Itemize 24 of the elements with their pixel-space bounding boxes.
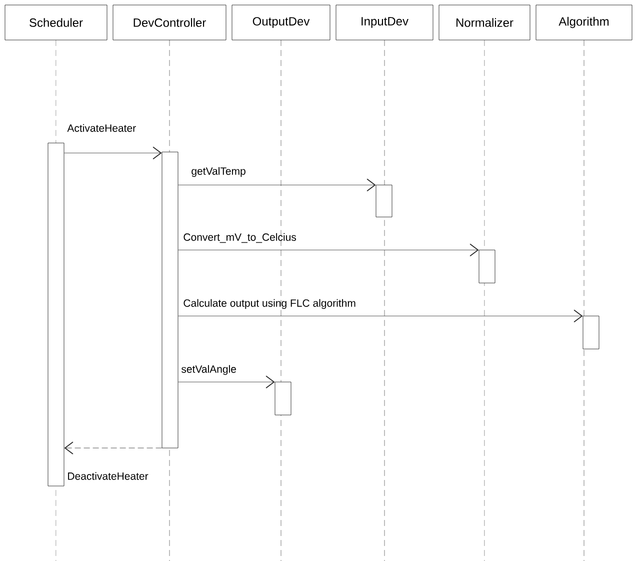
message-arrow	[178, 376, 275, 388]
participant-box: InputDev	[336, 4, 434, 40]
participant-box: Normalizer	[438, 4, 530, 40]
activation-bar	[478, 250, 496, 284]
participant-box: OutputDev	[232, 4, 330, 40]
activation-bar	[48, 142, 64, 486]
message-arrow	[178, 178, 376, 192]
message-arrow	[64, 146, 162, 160]
activation-bar	[376, 184, 392, 218]
message-arrow	[178, 310, 583, 322]
message-label: setValAngle	[182, 365, 236, 375]
activation-bar	[582, 316, 600, 350]
message-label: Calculate output using FLC algorithm	[184, 299, 356, 309]
message-arrow	[178, 244, 479, 256]
participant-box: Algorithm	[536, 4, 632, 40]
message-label: ActivateHeater	[67, 124, 136, 132]
participant-box: DevController	[112, 4, 226, 40]
activation-bar	[274, 382, 292, 416]
participant-box: Scheduler	[4, 4, 108, 40]
message-arrow	[64, 442, 162, 454]
message-label: Convert_mV_to_Celcius	[184, 233, 296, 243]
message-label: DeactivateHeater	[68, 472, 148, 480]
message-label: getValTemp	[192, 167, 246, 177]
activation-bar	[162, 152, 178, 448]
